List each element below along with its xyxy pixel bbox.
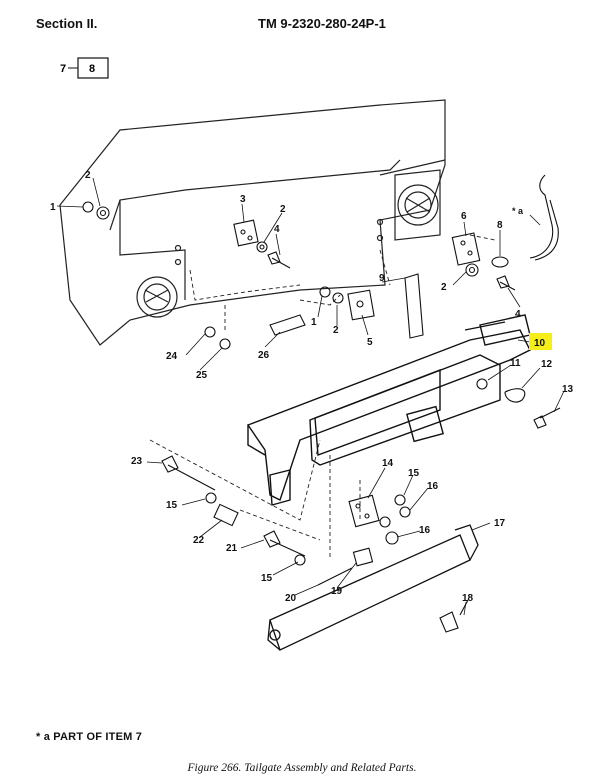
callout-16b: 16	[419, 525, 431, 536]
callout-18: 18	[462, 593, 474, 604]
callout-17: 17	[494, 518, 506, 529]
callout-3: 3	[240, 194, 246, 205]
item-10-highlight	[529, 333, 552, 350]
callout-15b: 15	[261, 573, 273, 584]
footnote: * a PART OF ITEM 7	[36, 731, 143, 743]
callout-12: 12	[541, 359, 553, 370]
callout-8: 8	[497, 220, 503, 231]
support-tube	[267, 524, 479, 651]
callout-5: 5	[367, 337, 373, 348]
figure-caption: Figure 266. Tailgate Assembly and Relate…	[187, 762, 417, 774]
callout-11: 11	[510, 358, 521, 369]
section-label: Section II.	[36, 16, 98, 31]
callout-2: 2	[85, 170, 91, 181]
reference-box: 7 8	[60, 57, 109, 79]
callout-26: 26	[258, 350, 270, 361]
callout-20: 20	[285, 593, 297, 604]
callout-10: 10	[534, 338, 546, 349]
callout-21: 21	[226, 543, 238, 554]
callout-1b: 1	[311, 317, 317, 328]
callout-2b: 2	[280, 204, 286, 215]
tailgate-frame	[246, 314, 531, 506]
callout-1: 1	[50, 202, 56, 213]
tm-number: TM 9-2320-280-24P-1	[258, 16, 386, 31]
note-mark: * a	[512, 206, 524, 216]
callout-25: 25	[196, 370, 208, 381]
callout-22: 22	[193, 535, 205, 546]
callout-6: 6	[461, 211, 467, 222]
callout-13: 13	[562, 384, 574, 395]
callout-19: 19	[331, 586, 343, 597]
callout-14: 14	[382, 458, 394, 469]
callout-15: 15	[166, 500, 178, 511]
callout-labels: 1 2 3 2 4 6 8 9 2 4 1 2 5 26 24 25 10 11…	[50, 170, 574, 604]
truck-body	[59, 99, 446, 346]
ref-box-number: 8	[89, 63, 95, 75]
callout-2d: 2	[333, 325, 339, 336]
callout-16: 16	[427, 481, 439, 492]
callout-24: 24	[166, 351, 178, 362]
callout-4: 4	[274, 224, 280, 235]
callout-15c: 15	[408, 468, 420, 479]
callout-9: 9	[379, 273, 385, 284]
callout-2c: 2	[441, 282, 447, 293]
callout-4b: 4	[515, 309, 521, 320]
ref-parent-item: 7	[60, 63, 66, 75]
callout-23: 23	[131, 456, 143, 467]
